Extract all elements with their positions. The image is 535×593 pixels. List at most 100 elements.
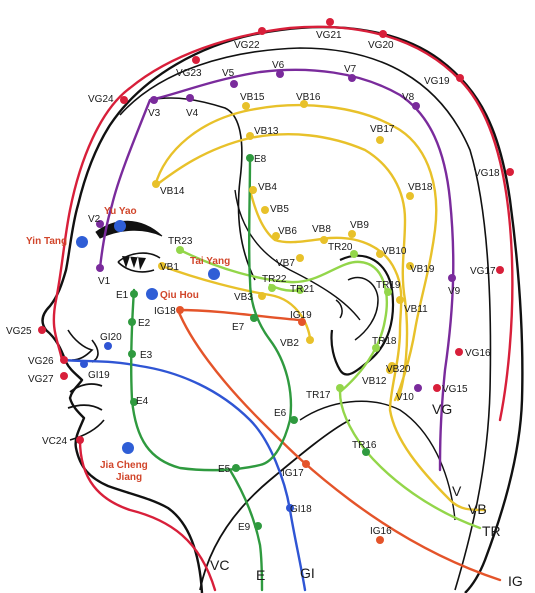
- point-dot-tr18[interactable]: [372, 344, 380, 352]
- point-dot-vb5[interactable]: [261, 206, 269, 214]
- ear-outline: [330, 254, 395, 376]
- point-dot-v4[interactable]: [186, 94, 194, 102]
- point-dot-v1[interactable]: [96, 264, 104, 272]
- extra-point-tai-yang[interactable]: [208, 268, 220, 280]
- meridian-label-gi: GI: [300, 565, 315, 581]
- label-vb18: VB18: [408, 182, 433, 193]
- point-dot-vg26[interactable]: [60, 356, 68, 364]
- meridian-vc-path: [78, 438, 217, 592]
- point-dot-vg27[interactable]: [60, 372, 68, 380]
- point-dot-vb13[interactable]: [246, 132, 254, 140]
- label-e4: E4: [136, 396, 149, 407]
- point-dot-e6[interactable]: [290, 416, 298, 424]
- label-vb3: VB3: [234, 292, 253, 303]
- point-dot-vb18[interactable]: [406, 192, 414, 200]
- label-vb9: VB9: [350, 220, 369, 231]
- meridian-e-path: [129, 156, 293, 592]
- label-vc24: VC24: [42, 436, 67, 447]
- label-vb5: VB5: [270, 204, 289, 215]
- point-dot-tr16[interactable]: [362, 448, 370, 456]
- eye-lashes: [122, 256, 146, 270]
- label-e6: E6: [274, 408, 287, 419]
- point-dot-vg24[interactable]: [120, 96, 128, 104]
- point-dot-vg20[interactable]: [379, 30, 387, 38]
- point-dot-v3[interactable]: [150, 96, 158, 104]
- point-dot-vb10[interactable]: [376, 250, 384, 258]
- point-dot-e9[interactable]: [254, 522, 262, 530]
- point-dot-vb3[interactable]: [258, 292, 266, 300]
- point-dot-v6[interactable]: [276, 70, 284, 78]
- label-vg27: VG27: [28, 374, 54, 385]
- point-dot-vc24[interactable]: [76, 436, 84, 444]
- label-vb4: VB4: [258, 182, 277, 193]
- point-dot-e4[interactable]: [130, 398, 138, 406]
- point-dot-gi18[interactable]: [286, 504, 294, 512]
- extra-point-yu-yao[interactable]: [114, 220, 126, 232]
- point-dot-gi20[interactable]: [104, 342, 112, 350]
- point-dot-vb20[interactable]: [388, 362, 396, 370]
- label-ig17: IG17: [282, 468, 304, 479]
- meridian-label-vc: VC: [210, 557, 229, 573]
- point-dot-vg23[interactable]: [192, 56, 200, 64]
- label-vb13: VB13: [254, 126, 279, 137]
- point-dot-vb9[interactable]: [348, 230, 356, 238]
- point-dot-ig19[interactable]: [298, 318, 306, 326]
- point-dot-tr20[interactable]: [350, 250, 358, 258]
- point-dot-vb7[interactable]: [296, 254, 304, 262]
- point-dot-vg15[interactable]: [433, 384, 441, 392]
- point-dot-e8[interactable]: [246, 154, 254, 162]
- point-dot-vg25[interactable]: [38, 326, 46, 334]
- point-dot-v9[interactable]: [448, 274, 456, 282]
- point-dot-vg21[interactable]: [326, 18, 334, 26]
- point-dot-vg16[interactable]: [455, 348, 463, 356]
- point-dot-e3[interactable]: [128, 350, 136, 358]
- point-dot-vb16[interactable]: [300, 100, 308, 108]
- point-dot-vb15[interactable]: [242, 102, 250, 110]
- point-dot-v5[interactable]: [230, 80, 238, 88]
- point-dot-ig17[interactable]: [302, 460, 310, 468]
- point-dot-e1[interactable]: [130, 290, 138, 298]
- point-dot-vg19[interactable]: [456, 74, 464, 82]
- point-dot-vb14[interactable]: [152, 180, 160, 188]
- point-dot-tr22[interactable]: [268, 284, 276, 292]
- point-dot-e7[interactable]: [250, 314, 258, 322]
- label-ig16: IG16: [370, 526, 392, 537]
- point-dot-gi19[interactable]: [80, 360, 88, 368]
- point-dot-ig16[interactable]: [376, 536, 384, 544]
- label-tr16: TR16: [352, 440, 377, 451]
- point-dot-vb2[interactable]: [306, 336, 314, 344]
- extra-point-qiu-hou[interactable]: [146, 288, 158, 300]
- point-dot-v7[interactable]: [348, 74, 356, 82]
- extra-point-yin-tang[interactable]: [76, 236, 88, 248]
- point-dot-vb6[interactable]: [272, 232, 280, 240]
- point-dot-tr21[interactable]: [296, 286, 304, 294]
- point-dot-vb8[interactable]: [320, 236, 328, 244]
- point-dot-v10[interactable]: [414, 384, 422, 392]
- point-dot-tr23[interactable]: [176, 246, 184, 254]
- point-dot-tr19[interactable]: [384, 288, 392, 296]
- mouth-lower-lip: [67, 404, 103, 411]
- point-dot-e2[interactable]: [128, 318, 136, 326]
- point-dot-vg18[interactable]: [506, 168, 514, 176]
- point-dot-vb1[interactable]: [158, 262, 166, 270]
- point-dot-vg17[interactable]: [496, 266, 504, 274]
- point-dot-v2[interactable]: [96, 220, 104, 228]
- point-dot-tr17[interactable]: [336, 384, 344, 392]
- label-e1: E1: [116, 290, 129, 301]
- point-dot-vb11[interactable]: [396, 296, 404, 304]
- point-dot-vb4[interactable]: [249, 186, 257, 194]
- point-dot-ig18[interactable]: [176, 306, 184, 314]
- point-dot-vb17[interactable]: [376, 136, 384, 144]
- label-e2: E2: [138, 318, 151, 329]
- label-yin-tang: Yin Tang: [26, 236, 67, 247]
- point-dot-vb19[interactable]: [406, 262, 414, 270]
- label-v9: V9: [448, 286, 461, 297]
- meridian-gi-path: [62, 358, 307, 592]
- nose: [67, 329, 94, 361]
- label-gi18: GI18: [290, 504, 312, 515]
- point-dot-v8[interactable]: [412, 102, 420, 110]
- point-dot-e5[interactable]: [232, 464, 240, 472]
- point-dot-vg22[interactable]: [258, 27, 266, 35]
- label-vg26: VG26: [28, 356, 54, 367]
- extra-point-jia-cheng-jiang[interactable]: [122, 442, 134, 454]
